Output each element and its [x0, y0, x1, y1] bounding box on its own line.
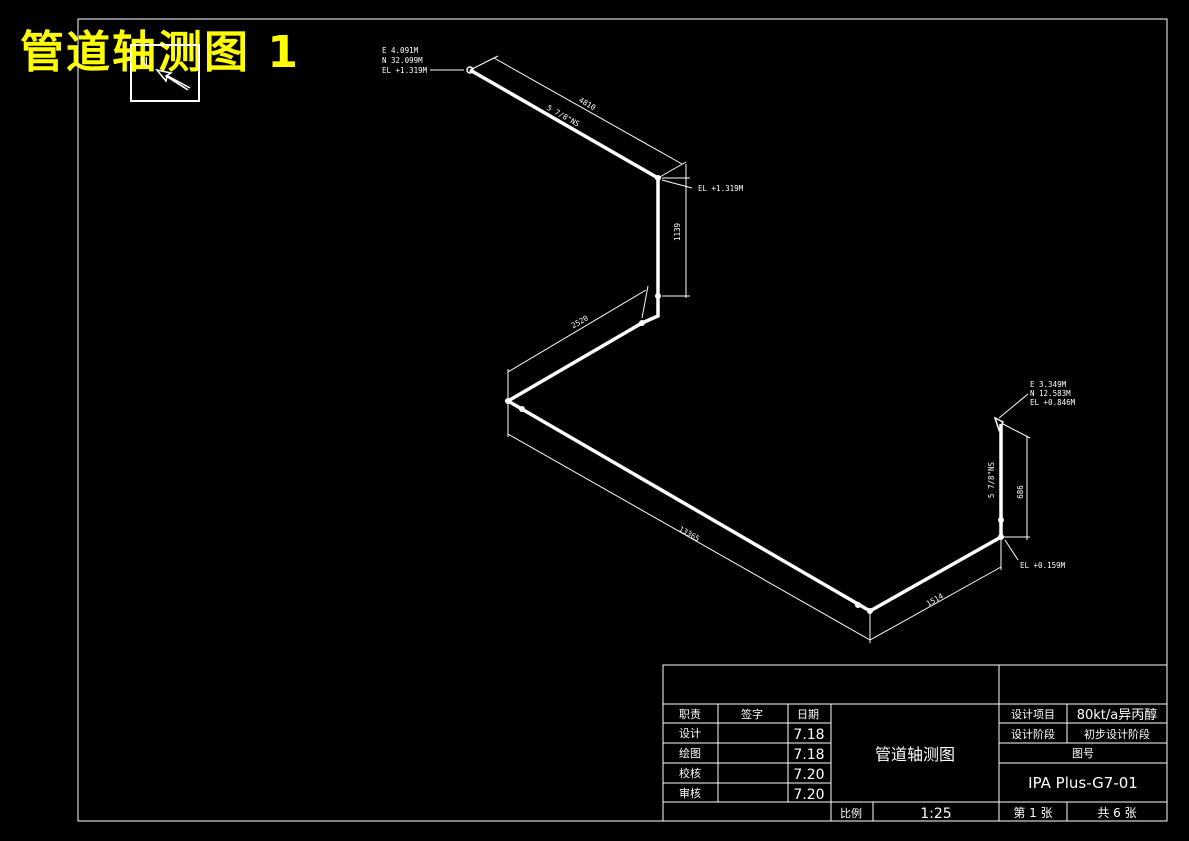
drawing-frame [77, 18, 1168, 822]
pipe-spec-lower: 5 7/8"NS [987, 461, 996, 498]
end-n: N 12.583M [1030, 389, 1071, 398]
north-arrow: N [130, 44, 200, 102]
dim-long-run: 13365 [677, 524, 701, 543]
tb-stage-value: 初步设计阶段 [1084, 727, 1150, 741]
tb-date: 7.20 [793, 767, 824, 783]
title-block [662, 664, 1168, 822]
north-arrow-icon [155, 68, 189, 91]
start-coordinates: E 4.091M N 32.099M EL +1.319M [382, 46, 428, 75]
tb-project-label: 设计项目 [1011, 708, 1055, 721]
end-e: E 3.349M [1030, 380, 1067, 389]
tb-role: 绘图 [679, 746, 701, 760]
tb-drawing-name: 管道轴测图 [875, 745, 955, 764]
tb-project-value: 80kt/a异丙醇 [1077, 707, 1158, 723]
dim-riser: 686 [1016, 485, 1025, 499]
tb-col-role: 职责 [679, 708, 701, 721]
tb-role: 审核 [679, 786, 701, 800]
tb-date: 7.18 [793, 727, 824, 743]
tb-total: 共 6 张 [1097, 806, 1136, 820]
tb-col-sign: 签字 [741, 707, 763, 721]
start-el: EL +1.319M [382, 66, 428, 75]
tb-role: 校核 [679, 766, 701, 780]
lower-bend-elevation: EL +0.159M [1020, 561, 1066, 570]
tb-sheet: 第 1 张 [1013, 806, 1052, 820]
title-block-text: 职责 签字 日期 设计 绘图 校核 审核 7.18 7.18 7.20 7.20… [679, 707, 1157, 822]
tb-scale-value: 1:25 [920, 806, 951, 822]
pipe-route [466, 66, 1005, 614]
drawing-title: 管道轴测图 1 [20, 27, 300, 78]
tb-drawing-no-label: 图号 [1072, 747, 1094, 760]
dimension-lines [430, 55, 1031, 643]
pipe-centerline [469, 68, 1003, 614]
tb-date: 7.18 [793, 747, 824, 763]
tb-stage-label: 设计阶段 [1011, 727, 1055, 741]
north-arrow-box [130, 44, 200, 102]
tb-role: 设计 [679, 727, 701, 740]
start-n: N 32.099M [382, 56, 423, 65]
dim-second-run: 2520 [570, 313, 591, 330]
dim-first-run: 4810 [577, 95, 598, 112]
tb-scale-label: 比例 [840, 806, 862, 820]
start-node-icon [466, 66, 474, 74]
upper-bend-elevation: EL +1.319M [698, 184, 744, 193]
tb-date: 7.20 [793, 787, 824, 803]
dim-first-drop: 1139 [673, 223, 682, 241]
start-e: E 4.091M [382, 46, 419, 55]
tb-col-date: 日期 [797, 708, 819, 721]
end-node-icon [993, 416, 1005, 432]
north-label: N [140, 56, 148, 71]
end-coordinates: E 3.349M N 12.583M EL +0.846M [1030, 380, 1076, 407]
dim-short-run: 1514 [925, 591, 946, 608]
end-el: EL +0.846M [1030, 398, 1076, 407]
tb-drawing-no: IPA Plus-G7-01 [1028, 774, 1138, 792]
